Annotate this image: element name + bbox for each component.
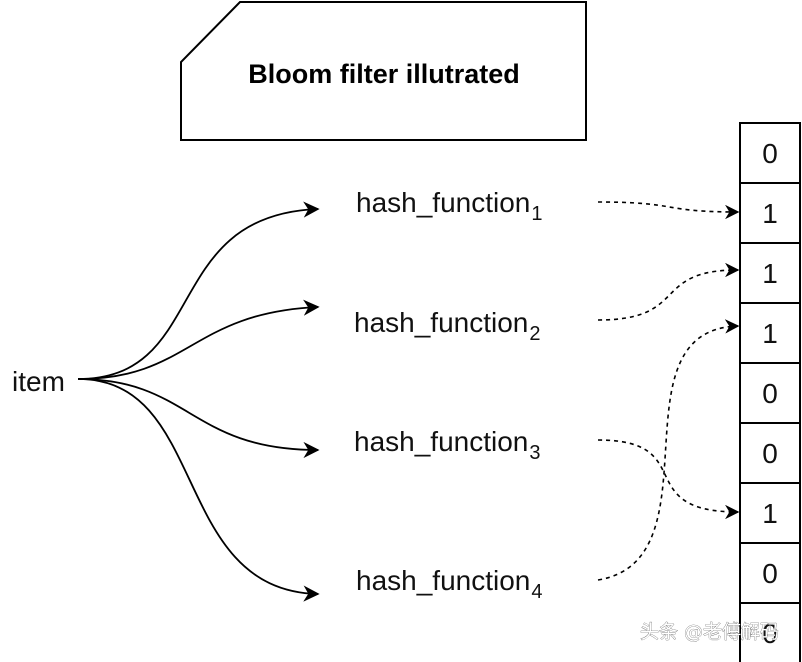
hash-function-3: hash_function3 xyxy=(354,426,540,464)
bit-cell: 0 xyxy=(739,542,801,604)
hash-function-2: hash_function2 xyxy=(354,307,540,345)
arrow-hash-3-to-bit xyxy=(597,439,740,520)
bit-cell-box xyxy=(739,542,801,604)
bit-array: 0 1 1 1 0 0 1 0 0 xyxy=(739,122,801,662)
bit-value: 0 xyxy=(762,558,778,589)
hash-function-2-base: hash_function xyxy=(354,307,528,338)
bit-cell: 0 xyxy=(739,602,801,662)
diagram-title: Bloom filter illutrated xyxy=(248,59,520,89)
bit-cell: 1 xyxy=(739,182,801,244)
hash-function-3-base: hash_function xyxy=(354,426,528,457)
hash-function-1-base: hash_function xyxy=(356,187,530,218)
bit-cell: 1 xyxy=(739,482,801,544)
hash-function-2-subscript: 2 xyxy=(529,323,540,345)
hash-function-4-base: hash_function xyxy=(356,565,530,596)
hash-function-3-subscript: 3 xyxy=(529,442,540,464)
hash-function-1: hash_function1 xyxy=(356,187,542,225)
title-card-shape xyxy=(180,1,587,141)
bit-cell: 0 xyxy=(739,122,801,184)
arrow-hash-4-to-bit xyxy=(597,319,740,581)
bit-cell: 0 xyxy=(739,422,801,484)
bit-cell-box xyxy=(739,602,801,662)
item-to-hash-arrows xyxy=(77,201,320,602)
arrow-hash-2-to-bit xyxy=(597,262,740,321)
watermark: 头条 @老傅解码 xyxy=(640,621,779,643)
bit-cell-box xyxy=(739,422,801,484)
bit-value: 1 xyxy=(762,498,778,529)
arrow-item-to-hash-3 xyxy=(77,378,320,459)
arrow-item-to-hash-2 xyxy=(77,299,320,380)
arrow-item-to-hash-1 xyxy=(77,201,320,380)
hash-function-labels: hash_function1 hash_function2 hash_funct… xyxy=(354,187,542,603)
bit-cell: 1 xyxy=(739,242,801,304)
arrow-item-to-hash-4 xyxy=(77,378,320,602)
bit-value: 1 xyxy=(762,258,778,289)
bit-cell: 1 xyxy=(739,302,801,364)
item-label: item xyxy=(12,366,65,397)
bit-cell: 0 xyxy=(739,362,801,424)
hash-function-1-subscript: 1 xyxy=(531,203,542,225)
bit-cell-box xyxy=(739,482,801,544)
hash-to-bit-arrows xyxy=(597,201,740,581)
bit-cell-box xyxy=(739,122,801,184)
arrow-hash-1-to-bit xyxy=(597,201,740,220)
bit-value: 1 xyxy=(762,318,778,349)
bit-value: 0 xyxy=(762,138,778,169)
hash-function-4-subscript: 4 xyxy=(531,581,542,603)
bit-value: 0 xyxy=(762,618,778,649)
hash-function-4: hash_function4 xyxy=(356,565,542,603)
bit-cell-box xyxy=(739,302,801,364)
bit-value: 0 xyxy=(762,378,778,409)
bit-cell-box xyxy=(739,242,801,304)
bit-value: 1 xyxy=(762,198,778,229)
bit-value: 0 xyxy=(762,438,778,469)
title-card: Bloom filter illutrated xyxy=(180,1,587,141)
